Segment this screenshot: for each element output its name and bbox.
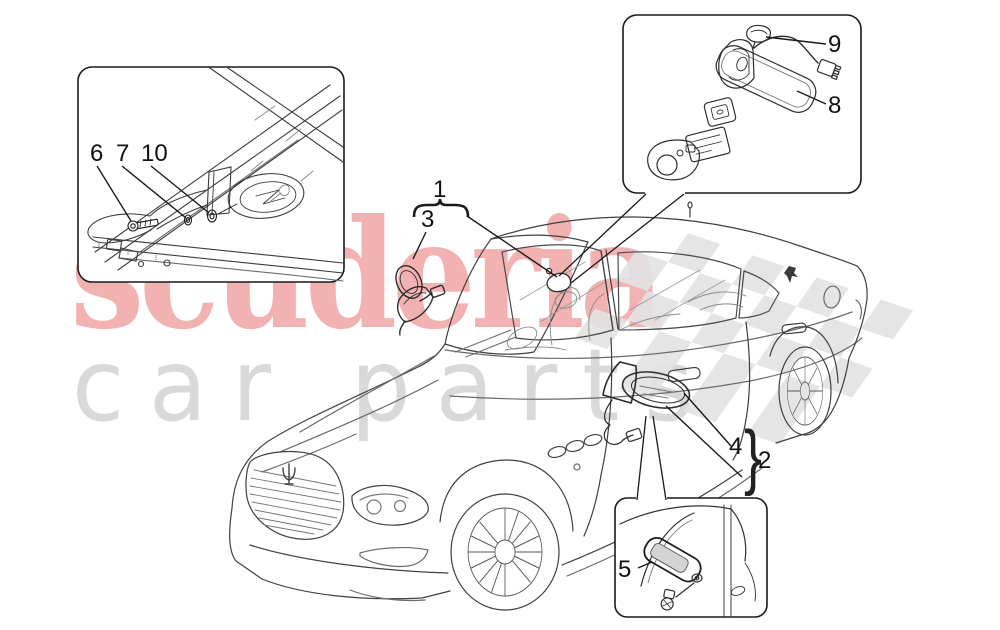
callout-9: 9 [828, 31, 842, 58]
callout-10: 10 [141, 140, 168, 167]
part-3-assembly [395, 265, 446, 336]
callout-2: 2 [758, 447, 772, 474]
inset-box-door-mirror-detail [77, 66, 345, 283]
callout-3: 3 [421, 206, 435, 233]
callout-1: 1 [433, 176, 447, 203]
callout-8: 8 [828, 92, 842, 119]
inset-box-interior-mirror-detail [558, 14, 862, 284]
callout-5: 5 [618, 556, 632, 583]
callout-1-brace [412, 198, 470, 218]
callout-2-4-group-brace: } [744, 417, 763, 497]
inset-box-turn-signal-detail [614, 415, 768, 618]
callout-7: 7 [116, 140, 130, 167]
leader-lines [412, 198, 743, 478]
callout-6: 6 [90, 140, 104, 167]
callout-4: 4 [729, 433, 743, 460]
door-mirror [602, 361, 691, 446]
